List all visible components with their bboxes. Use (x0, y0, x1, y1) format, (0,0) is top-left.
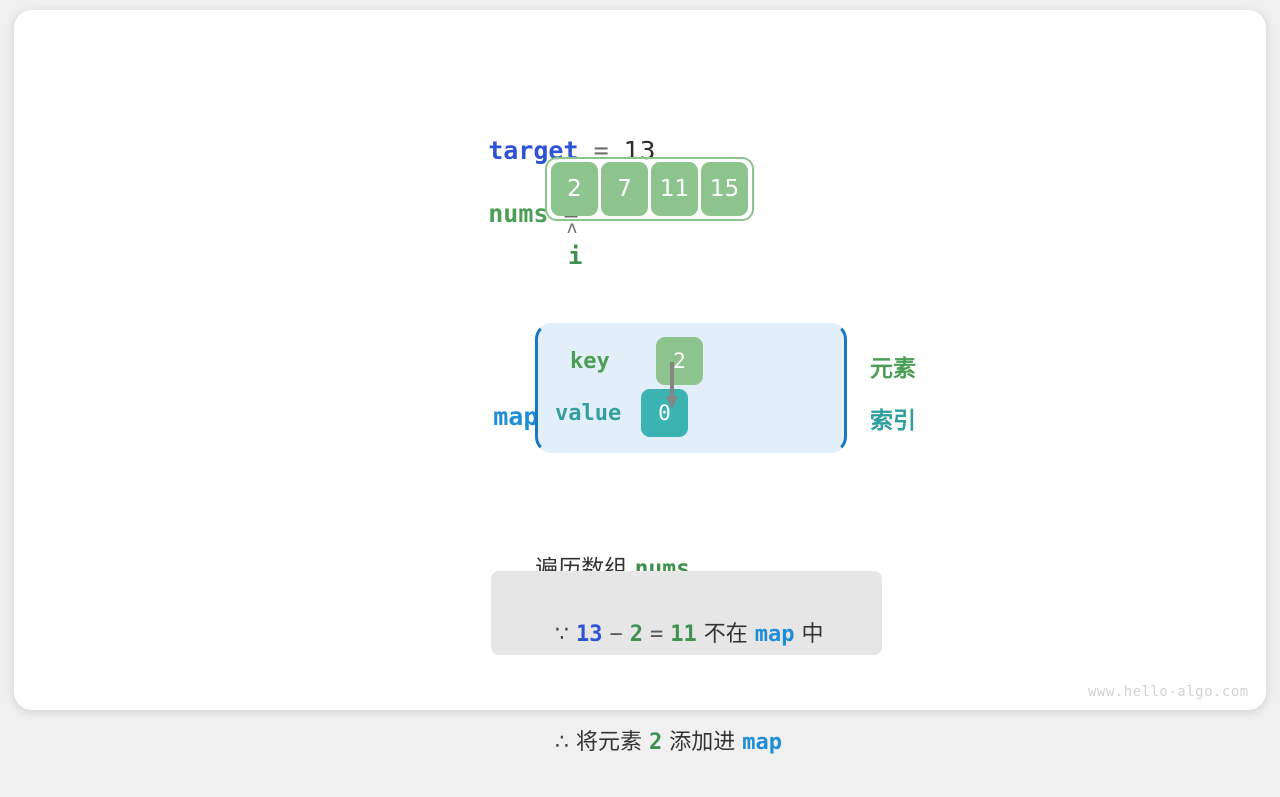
conclusion-operand-a: 13 (575, 622, 603, 647)
conclusion-line-1: ∵ 13 − 2 = 11 不在 map 中 (513, 581, 862, 689)
nums-array: 2 7 11 15 (545, 157, 754, 221)
conclusion2-map-ref: map (742, 730, 782, 755)
map-key-label: key (570, 348, 610, 374)
map-key-row: key 2 (570, 337, 703, 385)
array-cell: 15 (701, 162, 748, 216)
conclusion2-text-start: 将元素 (568, 730, 649, 755)
map-value-cell: 0 (641, 389, 688, 437)
index-pointer-label: i (568, 242, 583, 270)
array-cell: 11 (651, 162, 698, 216)
conclusion-minus-sign: − (609, 622, 623, 647)
legend-index-label: 索引 (870, 408, 916, 434)
legend-element-label: 元素 (870, 356, 916, 382)
conclusion-map-ref: map (754, 622, 795, 647)
conclusion-box: ∵ 13 − 2 = 11 不在 map 中 ∴ 将元素 2 添加进 map (491, 571, 882, 755)
index-pointer-caret-icon: ʌ (567, 218, 578, 238)
diagram-card: target = 13 nums = 2 7 11 15 ʌ i map = k… (14, 10, 1266, 755)
arrow-down-icon (666, 362, 678, 409)
array-cell: 7 (601, 162, 648, 216)
conclusion-line-2: ∴ 将元素 2 添加进 map (513, 689, 862, 797)
conclusion-result: 11 (670, 622, 697, 647)
conclusion-text-end: 中 (794, 622, 824, 647)
caption-suffix: , (689, 556, 705, 582)
because-symbol: ∵ (554, 622, 569, 647)
target-value: 13 (623, 136, 656, 165)
watermark: www.hello-algo.com (1088, 684, 1249, 700)
conclusion-text-mid: 不在 (696, 622, 755, 647)
conclusion-operand-b: 2 (629, 622, 643, 647)
map-value-label: value (555, 400, 622, 426)
map-variable-name: map (493, 402, 539, 431)
conclusion-equals-sign: = (649, 622, 664, 647)
array-cell: 2 (551, 162, 598, 216)
map-key-cell: 2 (656, 337, 703, 385)
target-variable-name: target (488, 136, 579, 165)
conclusion2-text-mid: 添加进 (662, 730, 743, 755)
map-value-row: value 0 (555, 389, 688, 437)
nums-variable-name: nums (488, 199, 549, 228)
therefore-symbol: ∴ (554, 730, 569, 755)
conclusion2-value: 2 (648, 730, 663, 755)
